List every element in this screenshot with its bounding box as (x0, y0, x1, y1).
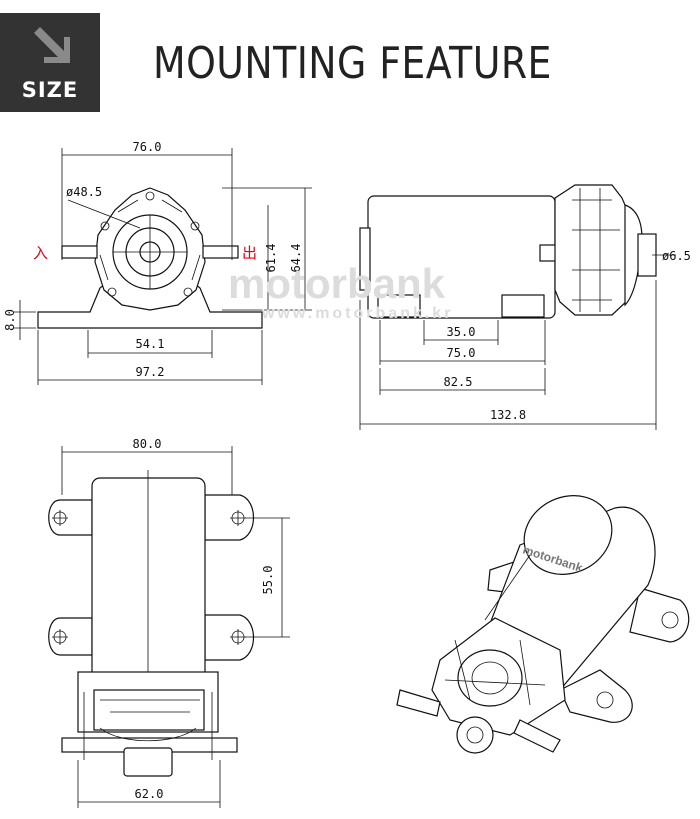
inlet-label: 入 (33, 244, 48, 262)
arrow-down-right-icon (34, 27, 70, 63)
dim-port-diameter: ø6.5 (662, 249, 691, 263)
dim-foot-thickness: 8.0 (3, 309, 17, 331)
dim-base-outer: 97.2 (136, 365, 165, 379)
dim-top-width: 80.0 (133, 437, 162, 451)
watermark: motorbank www.motorbank.kr (228, 260, 453, 322)
dim-front-width: 76.0 (133, 140, 162, 154)
page-title: MOUNTING FEATURE (153, 38, 552, 89)
dim-mount-spacing: 55.0 (261, 566, 275, 595)
dim-front-height-outer: 64.4 (289, 244, 303, 273)
outlet-label: 出 (242, 244, 257, 262)
side-view: ø6.5 35.0 75.0 82.5 132.8 (359, 184, 691, 430)
dim-side-825: 82.5 (444, 375, 473, 389)
dim-base-inner: 54.1 (136, 337, 165, 351)
size-badge: SIZE (0, 13, 100, 112)
top-view: 80.0 55.0 62.0 (48, 437, 290, 808)
dim-side-75: 75.0 (447, 346, 476, 360)
dim-front-height-inner: 61.4 (264, 244, 278, 273)
dim-side-35: 35.0 (447, 325, 476, 339)
dim-side-1328: 132.8 (490, 408, 526, 422)
size-badge-label: SIZE (21, 78, 79, 102)
dim-front-diameter: ø48.5 (66, 185, 102, 199)
watermark-url: www.motorbank.kr (261, 305, 453, 322)
watermark-logo: motorbank (228, 260, 446, 307)
iso-view: motorbank (396, 495, 690, 754)
dim-bottom-width: 62.0 (135, 787, 164, 801)
front-view: 76.0 ø48.5 61.4 64.4 8.0 54.1 97.2 入 出 (3, 140, 312, 385)
